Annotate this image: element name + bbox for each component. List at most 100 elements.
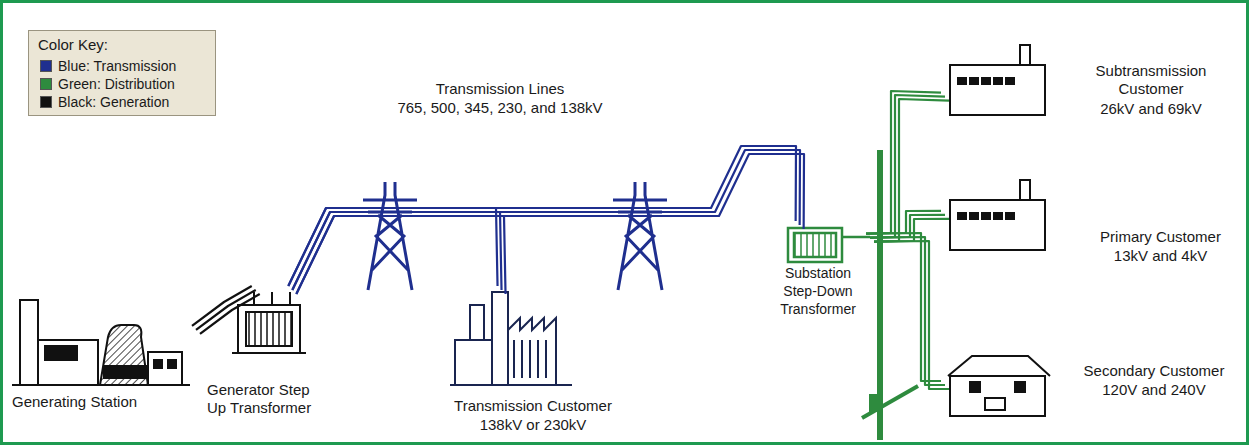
substation-transformer-figure <box>788 228 870 262</box>
power-line-wire <box>870 237 945 385</box>
component-label: Transmission Customer <box>418 397 648 415</box>
line-label: Transmission Lines <box>380 80 620 98</box>
legend-text: Blue: Transmission <box>58 58 176 74</box>
component-label: Generator Step Up Transformer <box>207 381 319 417</box>
secondary-customer: Secondary Customer120V and 240V <box>945 350 1234 420</box>
primary-building <box>982 213 990 219</box>
power-line-wire <box>874 241 949 389</box>
voltage-label: 13kV and 4kV <box>1088 247 1233 265</box>
primary-customer: Primary Customer13kV and 4kV <box>945 175 1237 280</box>
subtransmission-building <box>950 65 1045 115</box>
component-label: Subtransmission Customer <box>1080 62 1222 98</box>
house <box>948 356 1050 376</box>
primary-building <box>950 200 1045 250</box>
subtransmission-building <box>970 78 978 84</box>
component-label: Substation Step-Down Transformer <box>770 264 866 318</box>
generating-station-figure <box>12 384 190 386</box>
transmission-tower <box>613 182 667 290</box>
transmission-customer-figure <box>514 340 546 378</box>
distribution-pole <box>870 395 882 411</box>
substation-transformer-figure <box>794 233 836 257</box>
power-line <box>288 146 804 294</box>
power-line <box>866 91 949 242</box>
substation-transformer-figure <box>842 236 870 239</box>
legend-row: Blue: Transmission <box>40 58 176 75</box>
transmission-customer-figure <box>450 384 572 386</box>
generating-station: Generating Station <box>10 295 196 415</box>
legend-swatch <box>40 78 52 90</box>
step-up-transformer-figure <box>246 312 292 346</box>
power-line <box>866 233 949 389</box>
generating-station-figure <box>104 366 146 378</box>
step-up-transformer-figure <box>238 305 300 353</box>
step-up-transformer-figure <box>232 352 306 354</box>
primary-building <box>994 213 1002 219</box>
line-label: 765, 500, 345, 230, and 138kV <box>380 99 620 117</box>
transmission-customer-figure <box>455 340 492 385</box>
subtransmission-customer: Subtransmission Customer 26kV and 69kV <box>945 40 1226 122</box>
voltage-label: 120V and 240V <box>1078 381 1230 399</box>
power-line-wire <box>870 95 945 238</box>
component-label: Generating Station <box>12 393 192 411</box>
house <box>970 382 980 392</box>
legend-row: Black: Generation <box>40 94 169 111</box>
generating-station-figure <box>45 346 77 360</box>
primary-building <box>970 213 978 219</box>
transmission-customer-figure <box>492 292 508 385</box>
house <box>1015 382 1025 392</box>
subtransmission-building <box>1006 78 1014 84</box>
subtransmission-building <box>982 78 990 84</box>
substation-transformer-figure <box>788 228 842 262</box>
generating-station-figure <box>38 340 98 385</box>
generating-station-figure <box>168 360 176 368</box>
primary-building <box>1020 180 1030 200</box>
transmission-customer: Transmission Customer138kV or 230kV <box>418 290 652 438</box>
generating-station-figure <box>100 325 148 385</box>
step-up-transformer-figure <box>232 292 306 353</box>
voltage-label: 138kV or 230kV <box>418 416 648 434</box>
legend-text: Green: Distribution <box>58 76 175 92</box>
transmission-tower <box>363 182 417 290</box>
generating-station-figure <box>20 300 38 385</box>
subtransmission-building <box>1020 45 1030 65</box>
subtransmission-building <box>950 45 1045 115</box>
transmission-customer-figure <box>450 292 572 385</box>
power-line-wire <box>874 99 949 242</box>
house <box>985 398 1005 410</box>
generating-station-figure <box>154 360 162 368</box>
power-line-wire <box>292 150 800 290</box>
subtransmission-building <box>994 78 1002 84</box>
step-up-transformer: Generator Step Up Transformer <box>205 290 323 421</box>
house <box>948 356 1050 416</box>
transmission-tower <box>363 182 417 290</box>
power-line-wire <box>200 294 260 334</box>
voltage-label: 26kV and 69kV <box>1080 100 1222 118</box>
primary-building <box>950 180 1045 250</box>
power-line-wire <box>196 290 256 330</box>
power-line-wire <box>296 154 804 294</box>
component-label: Primary Customer <box>1088 228 1233 246</box>
primary-building <box>958 213 966 219</box>
generating-station-figure <box>148 352 182 385</box>
legend-row: Green: Distribution <box>40 76 175 93</box>
transmission-tower <box>613 182 667 290</box>
house <box>950 376 1045 416</box>
legend-heading: Color Key: <box>38 36 108 54</box>
substation-transformer: Substation Step-Down Transformer <box>765 225 870 322</box>
power-line-wire <box>192 286 252 326</box>
power-line <box>192 286 260 334</box>
distribution-pole <box>862 386 918 418</box>
primary-building <box>1006 213 1014 219</box>
power-line-wire <box>866 91 941 234</box>
subtransmission-building <box>958 78 966 84</box>
component-label: Secondary Customer <box>1078 362 1230 380</box>
legend-swatch <box>40 96 52 108</box>
generating-station-figure <box>12 300 190 385</box>
legend-text: Black: Generation <box>58 94 169 110</box>
legend-swatch <box>40 60 52 72</box>
transmission-customer-figure <box>508 318 556 385</box>
